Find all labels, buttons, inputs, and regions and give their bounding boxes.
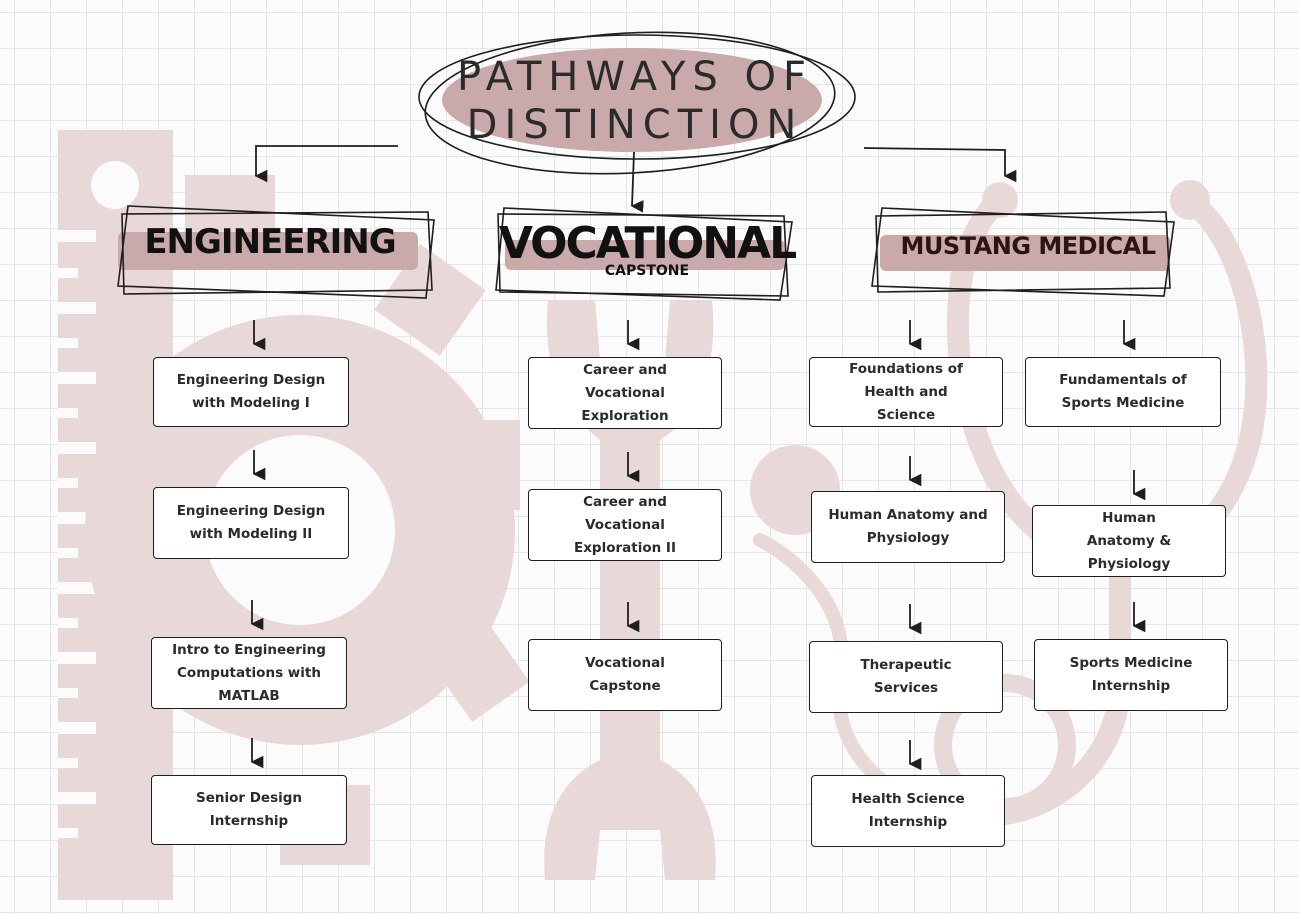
title-line-1: PATHWAYS OF bbox=[457, 54, 813, 100]
vocational-step: Career and Vocational Exploration II bbox=[528, 489, 722, 561]
medical-heading: MUSTANG MEDICAL bbox=[900, 232, 1157, 260]
vocational-heading: VOCATIONAL bbox=[498, 218, 797, 269]
vocational-step: Career and Vocational Exploration bbox=[528, 357, 722, 429]
engineering-step: Engineering Design with Modeling II bbox=[153, 487, 349, 559]
diagram-title: PATHWAYS OF DISTINCTION bbox=[420, 32, 850, 162]
vocational-subheading: CAPSTONE bbox=[604, 263, 690, 279]
engineering-heading: ENGINEERING bbox=[144, 222, 396, 262]
sports-medicine-step: Sports Medicine Internship bbox=[1034, 639, 1228, 711]
engineering-step: Engineering Design with Modeling I bbox=[153, 357, 349, 427]
vocational-step: Vocational Capstone bbox=[528, 639, 722, 711]
health-science-step: Foundations of Health and Science bbox=[809, 357, 1003, 427]
engineering-step: Senior Design Internship bbox=[151, 775, 347, 845]
health-science-step: Human Anatomy and Physiology bbox=[811, 491, 1005, 563]
engineering-step: Intro to Engineering Computations with M… bbox=[151, 637, 347, 709]
health-science-step: Health Science Internship bbox=[811, 775, 1005, 847]
sports-medicine-step: Human Anatomy & Physiology bbox=[1032, 505, 1226, 577]
sports-medicine-step: Fundamentals of Sports Medicine bbox=[1025, 357, 1221, 427]
wrench-icon bbox=[544, 300, 716, 880]
health-science-step: Therapeutic Services bbox=[809, 641, 1003, 713]
title-line-2: DISTINCTION bbox=[466, 102, 804, 148]
